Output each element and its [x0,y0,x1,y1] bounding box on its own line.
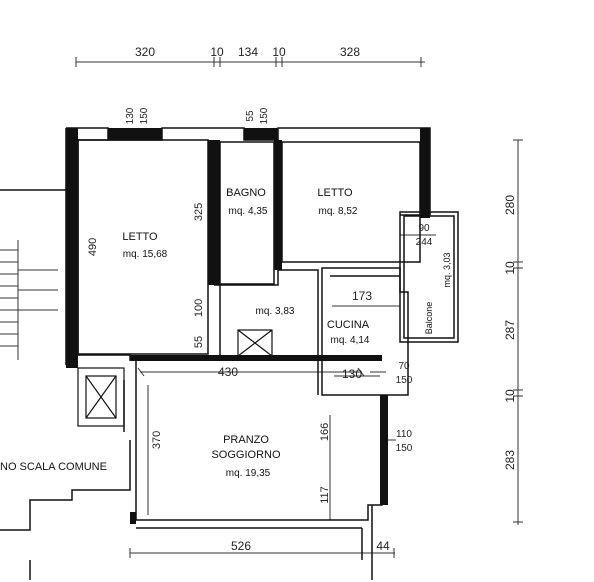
dim-window-150a: 150 [139,107,150,124]
dim-right-10b: 10 [503,389,517,403]
room-bagno-area: mq. 4,35 [229,206,268,217]
dim-top-328: 328 [340,45,360,59]
room-bagno-name: BAGNO [226,187,266,199]
dim-right-287: 287 [503,320,517,340]
dim-top-10a: 10 [210,45,224,59]
dim-soggiorno-117: 117 [319,486,331,504]
dim-bottom-44: 44 [376,539,390,553]
dim-window-150d: 150 [396,443,413,454]
dim-right-280: 280 [503,195,517,215]
room-letto2-name: LETTO [317,187,353,199]
dim-corridor-55: 55 [193,336,205,348]
room-balcone-area: mq. 3,03 [442,252,452,287]
dim-cucina-173: 173 [352,289,372,303]
dim-window-110: 110 [396,429,412,440]
dim-right-283: 283 [503,450,517,470]
dim-top-10b: 10 [272,45,286,59]
stairs [0,240,58,360]
dim-window-150c: 150 [396,375,413,386]
dim-letto1-325: 325 [193,203,205,221]
dim-window-55: 55 [245,110,256,122]
room-balcone-name: Balcone [424,302,434,335]
dim-soggiorno-430: 430 [218,365,238,379]
dim-top-320: 320 [135,45,155,59]
dim-window-130: 130 [125,107,136,124]
dim-top-134: 134 [238,45,258,59]
dim-balcone-90: 90 [418,223,430,234]
dim-corridor-100: 100 [193,299,205,317]
dim-bottom-526: 526 [231,539,251,553]
room-letto1-area: mq. 15,68 [123,249,168,260]
stair-label: NO SCALA COMUNE [0,461,107,473]
room-disimpegno-area: mq. 3,83 [256,306,295,317]
room-cucina-name: CUCINA [327,319,370,331]
wall-fills [66,128,430,524]
dim-soggiorno-370: 370 [151,431,163,449]
dim-soggiorno-166: 166 [319,423,331,441]
room-soggiorno-name1: PRANZO [223,434,269,446]
dimension-lines [75,57,523,558]
dim-right-10a: 10 [503,261,517,275]
dim-cucina-130: 130 [342,367,362,381]
room-letto2-area: mq. 8,52 [319,206,358,217]
room-soggiorno-name2: SOGGIORNO [211,449,281,461]
dim-window-70: 70 [398,361,410,372]
shafts [77,329,273,427]
room-letto1-name: LETTO [122,231,158,243]
dim-letto1-490: 490 [87,238,99,256]
dim-balcone-244: 244 [416,237,433,248]
room-cucina-area: mq. 4,14 [331,335,370,346]
dim-window-150b: 150 [259,107,270,124]
room-soggiorno-area: mq. 19,35 [226,468,271,479]
